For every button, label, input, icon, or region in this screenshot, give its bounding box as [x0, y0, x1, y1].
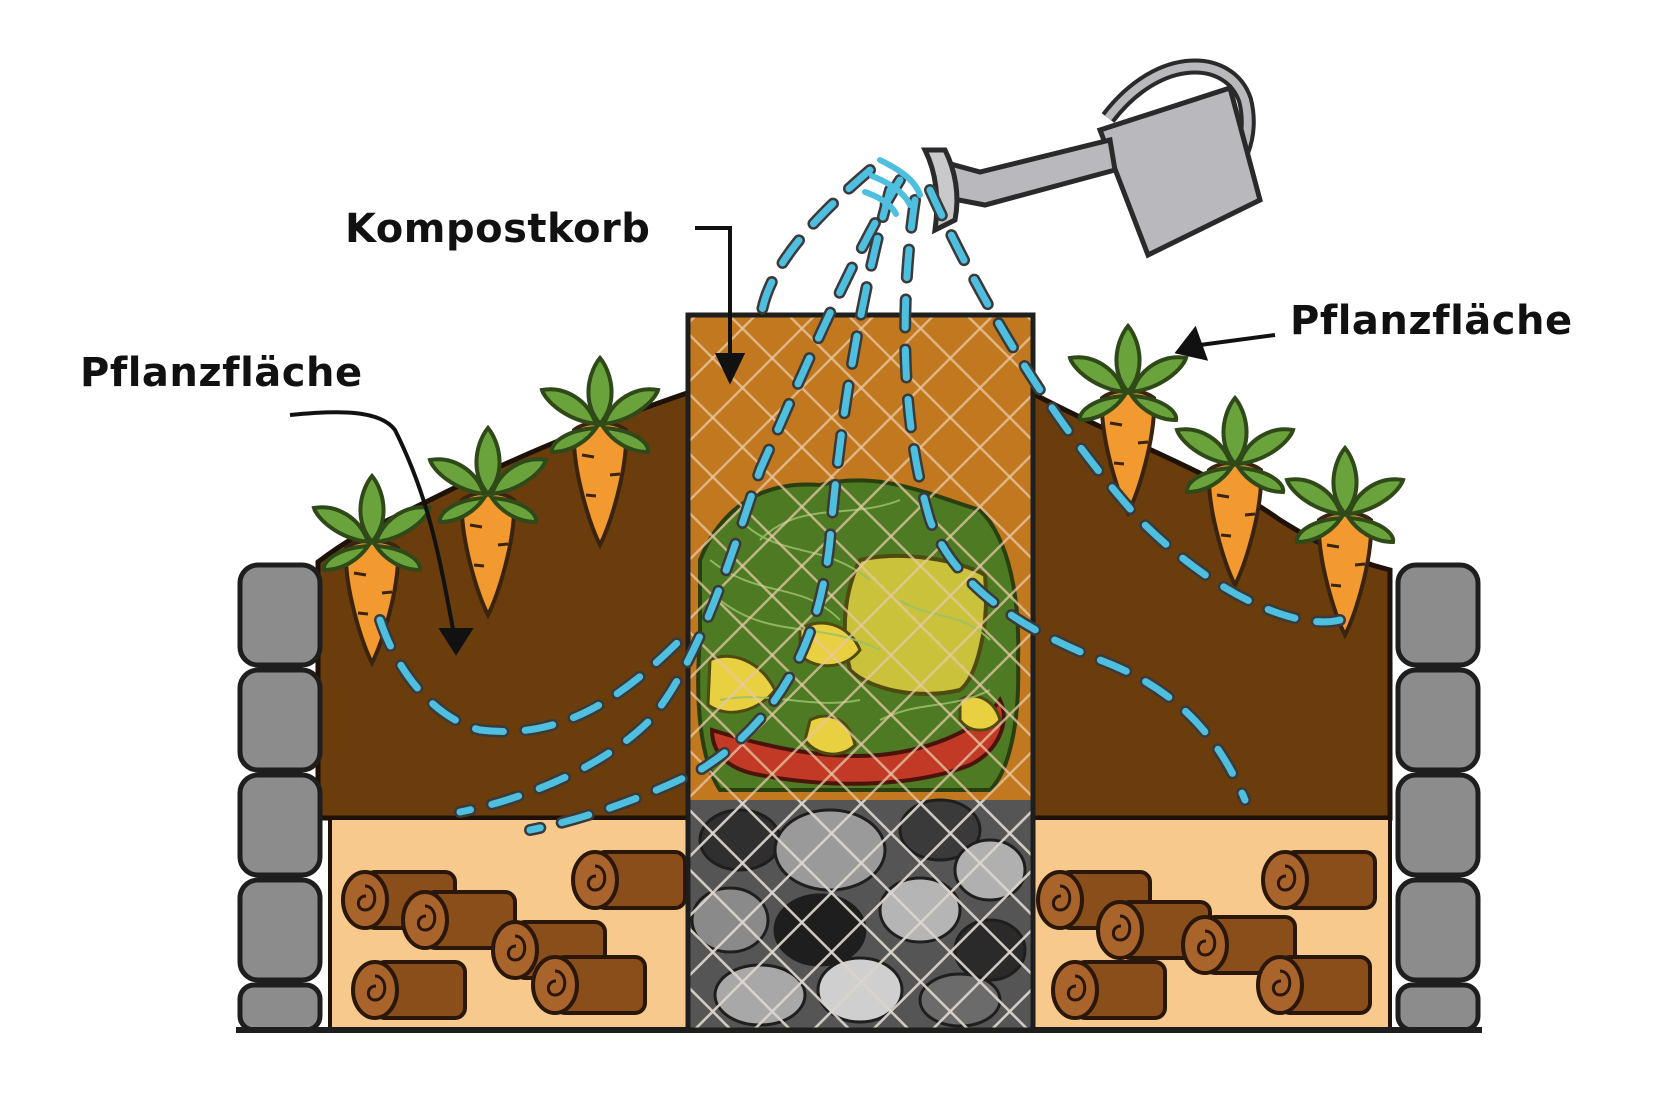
stone-wall-left: [237, 562, 323, 1033]
arrow-icon: [289, 226, 1276, 656]
watering-can-icon: [920, 58, 1263, 259]
planting-area-left-label: Pflanzfläche: [80, 350, 363, 396]
stone-wall-right: [1395, 562, 1481, 1033]
planting-area-right-label: Pflanzfläche: [1290, 298, 1573, 344]
compost-basket: [685, 312, 1036, 1033]
compost-basket-label: Kompostkorb: [345, 206, 651, 252]
